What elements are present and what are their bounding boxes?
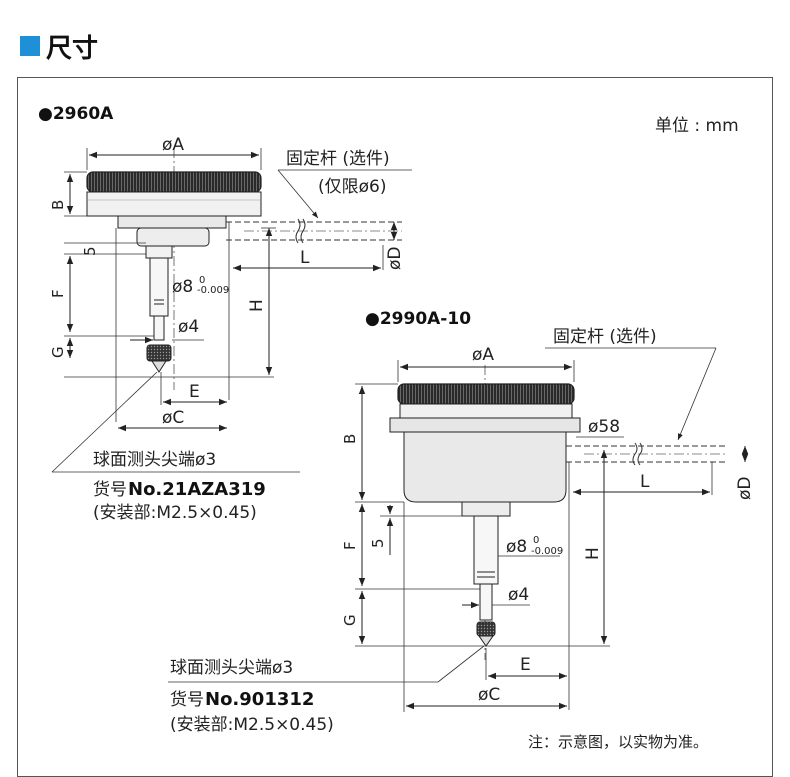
label-oD: øD [735,477,755,501]
label-oC: øC [478,685,500,705]
label-L: L [300,248,310,268]
part-number: No.21AZA319 [128,479,266,500]
label-o58: ø58 [588,417,620,437]
label-o8: ø8 [506,537,527,557]
label-5: 5 [81,246,99,256]
part-prefix: 货号 [93,480,127,500]
dial-gauge-body [86,171,262,247]
part-number: No.901312 [205,689,314,710]
label-E: E [520,655,531,675]
rod-label: 固定杆 (选件) [286,149,390,169]
rod-label: 固定杆 (选件) [553,327,657,347]
mount-spec: (安装部:M2.5×0.45) [170,715,334,735]
label-E: E [189,382,200,402]
label-H: H [583,547,603,560]
model-name: ●2990A-10 [365,309,471,329]
label-F: F [49,289,67,298]
model-2960a: ●2960A [38,104,412,523]
label-5: 5 [369,538,387,548]
label-oA: øA [472,345,494,365]
label-o8-lower: -0.009 [197,285,229,296]
label-H: H [247,299,267,312]
model-name: ●2960A [38,104,114,124]
stem [145,245,173,373]
rod-option [566,442,726,466]
label-oA: øA [162,135,184,155]
rod-option [226,218,402,244]
label-oD: øD [385,247,405,271]
mount-spec: (安装部:M2.5×0.45) [93,503,257,523]
section-title: 尺寸 [46,33,99,64]
label-o4: ø4 [178,317,199,337]
label-B: B [341,434,359,444]
label-o4: ø4 [508,585,529,605]
header-square-icon [20,36,40,56]
dimension-diagram: 单位 : mm ●2960A [38,104,755,751]
stem [473,515,499,647]
part-prefix: 货号 [170,690,204,710]
model-2990a-10: ●2990A-10 øA 固 [168,309,755,735]
label-G: G [341,614,359,626]
label-oC: øC [162,408,184,428]
tip-label: 球面测头尖端ø3 [93,450,216,470]
unit-label: 单位 : mm [655,116,739,136]
label-B: B [49,200,67,210]
label-F: F [341,541,359,550]
dial-gauge-body [389,383,581,517]
section-header: 尺寸 [20,28,98,64]
footnote: 注：示意图，以实物为准。 [528,733,708,751]
label-L: L [640,472,650,492]
rod-note: (仅限ø6) [318,177,386,197]
tip-label: 球面测头尖端ø3 [170,658,293,678]
label-o8-upper: 0 [533,535,539,546]
label-G: G [49,346,67,358]
label-o8-upper: 0 [199,275,205,286]
label-o8: ø8 [172,277,193,297]
label-o8-lower: -0.009 [531,546,563,557]
